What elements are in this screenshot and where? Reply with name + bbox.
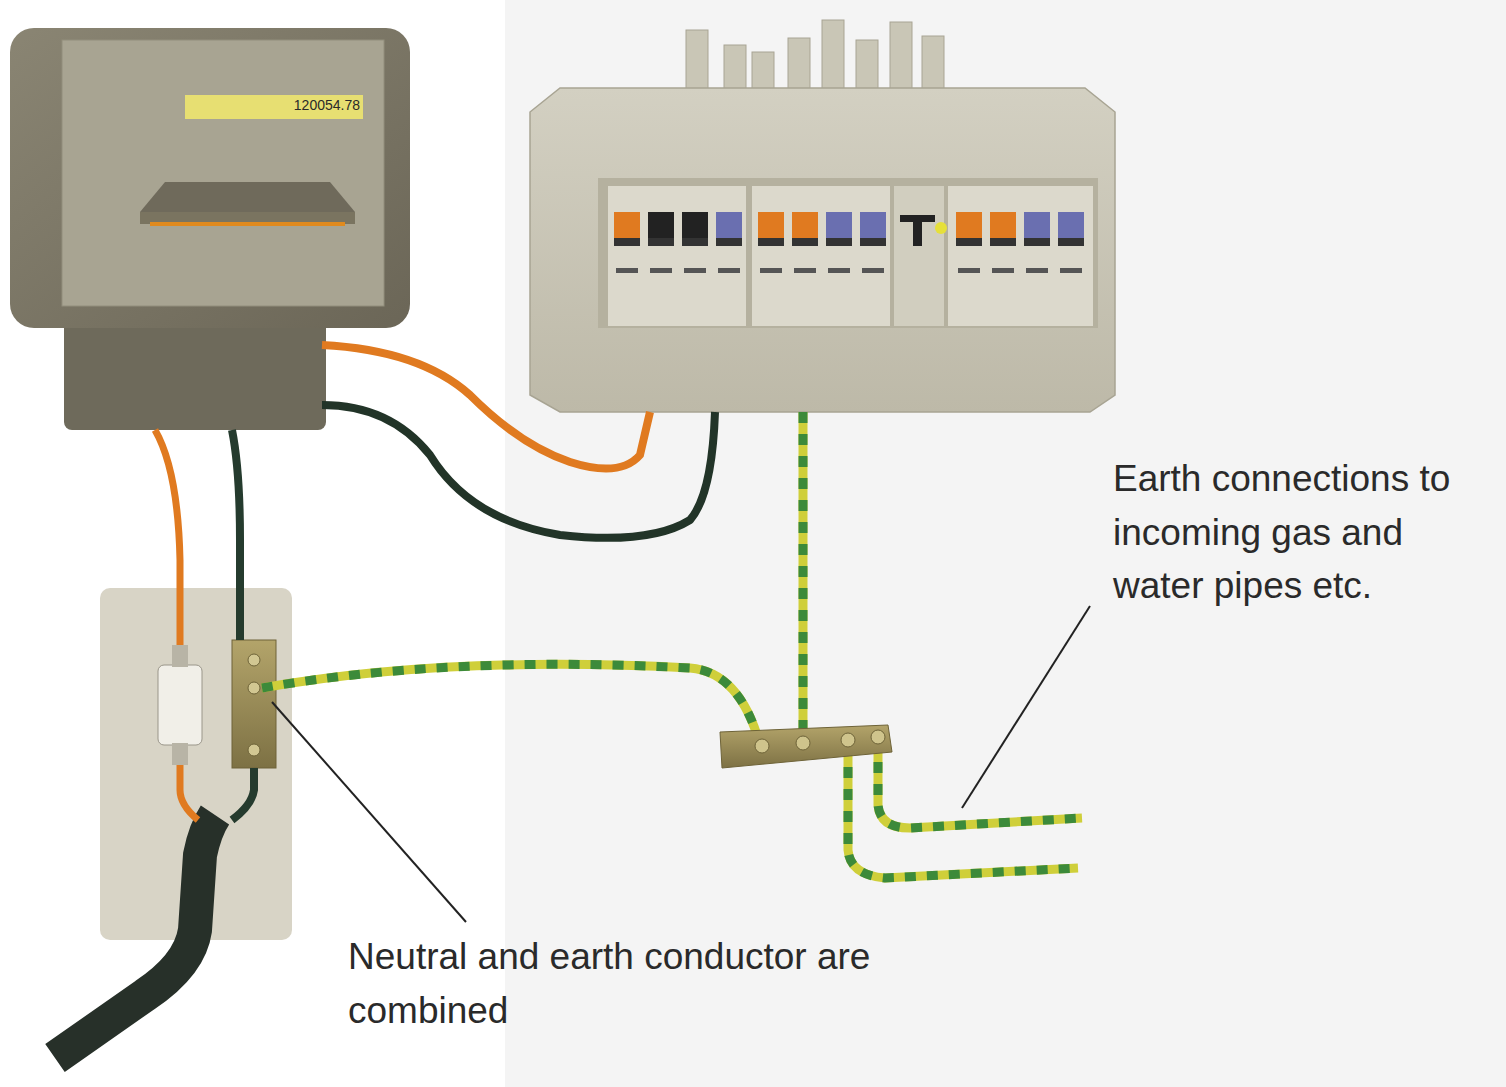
- background: [505, 0, 1506, 1087]
- meter-reading: 120054.78: [250, 97, 360, 114]
- leader-line: [962, 606, 1090, 808]
- meter-display: [185, 95, 363, 119]
- callout-label: Earth connections to incoming gas and wa…: [1113, 452, 1468, 613]
- meter-tail-neutral: [322, 405, 715, 538]
- leader-line: [272, 702, 466, 922]
- callout-label: Neutral and earth conductor are combined: [348, 930, 908, 1037]
- consumer-unit: [530, 88, 1115, 412]
- phase-wire: [180, 765, 198, 820]
- electricity-meter: [10, 28, 410, 430]
- cable-glands: [686, 20, 944, 92]
- earth-wires: [262, 412, 1082, 878]
- meter-tail-phase: [322, 345, 650, 469]
- phase-wire: [155, 430, 180, 645]
- earth-terminal-block: [720, 725, 892, 768]
- neutral-wire: [232, 430, 240, 640]
- pen-wire: [232, 768, 254, 820]
- incoming-cable: [55, 815, 215, 1058]
